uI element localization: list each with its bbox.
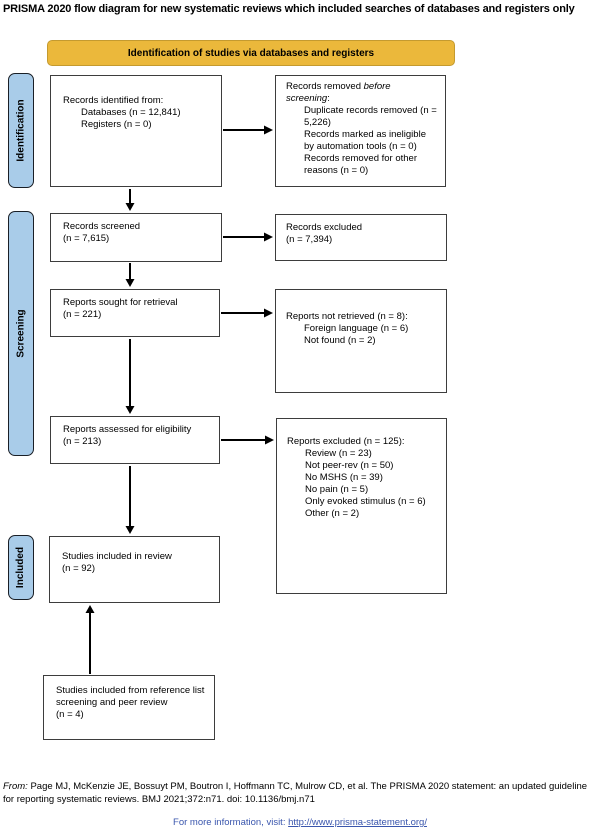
arrowhead-sought-to-assessed bbox=[125, 406, 135, 414]
reports-excluded-item: Only evoked stimulus (n = 6) bbox=[305, 496, 426, 507]
arrowhead-sought-to-not-retrieved bbox=[264, 308, 273, 318]
records-identified-item: Databases (n = 12,841) bbox=[81, 107, 181, 118]
records-screened-label: Records screened bbox=[63, 221, 141, 232]
reports-excluded-item: Review (n = 23) bbox=[305, 448, 372, 459]
records-removed-heading-suffix: : bbox=[327, 93, 330, 104]
reports-assessed-count: (n = 213) bbox=[63, 436, 102, 447]
reports-excluded-item: Other (n = 2) bbox=[305, 508, 360, 519]
arrowhead-assessed-to-reports-excluded bbox=[265, 435, 274, 445]
reports-sought-label: Reports sought for retrieval bbox=[63, 297, 178, 308]
citation: From: Page MJ, McKenzie JE, Bossuyt PM, … bbox=[3, 781, 599, 806]
page-title: PRISMA 2020 flow diagram for new systema… bbox=[3, 3, 575, 15]
arrowhead-assessed-to-included bbox=[125, 526, 135, 534]
banner-label: Identification of studies via databases … bbox=[127, 47, 375, 59]
records-removed-heading-prefix: Records removed bbox=[286, 81, 364, 92]
records-screened-count: (n = 7,615) bbox=[63, 233, 110, 244]
records-removed-item: Records marked as ineligible by automati… bbox=[304, 129, 426, 152]
box-records-removed: Records removed before screening: Duplic… bbox=[275, 75, 446, 187]
citation-from-label: From: bbox=[3, 781, 28, 792]
more-info-prefix: For more information, visit: bbox=[173, 817, 289, 828]
studies-from-reference-count: (n = 4) bbox=[56, 709, 84, 720]
box-studies-from-reference: Studies included from reference list scr… bbox=[43, 675, 215, 740]
records-identified-heading: Records identified from: bbox=[63, 95, 164, 106]
reports-excluded-item: No MSHS (n = 39) bbox=[305, 472, 383, 483]
records-removed-heading: Records removed before screening: bbox=[286, 81, 404, 105]
studies-included-count: (n = 92) bbox=[62, 563, 96, 574]
records-excluded-label: Records excluded bbox=[286, 222, 363, 233]
stage-included: Included bbox=[8, 535, 34, 600]
box-reports-sought: Reports sought for retrieval (n = 221) bbox=[50, 289, 220, 337]
reports-excluded-item: No pain (n = 5) bbox=[305, 484, 369, 495]
box-studies-included: Studies included in review (n = 92) bbox=[49, 536, 220, 603]
stage-identification-label: Identification bbox=[15, 99, 27, 162]
reports-excluded-item: Not peer-rev (n = 50) bbox=[305, 460, 394, 471]
studies-included-label: Studies included in review bbox=[62, 551, 172, 562]
box-records-identified: Records identified from: Databases (n = … bbox=[50, 75, 222, 187]
records-removed-item: Records removed for other reasons (n = 0… bbox=[304, 153, 417, 176]
arrowhead-identified-to-screened bbox=[125, 203, 135, 211]
studies-from-reference-label: Studies included from reference list scr… bbox=[56, 685, 205, 708]
records-identified-item: Registers (n = 0) bbox=[81, 119, 152, 130]
box-reports-not-retrieved: Reports not retrieved (n = 8): Foreign l… bbox=[275, 289, 447, 393]
prisma-statement-link[interactable]: http://www.prisma-statement.org/ bbox=[288, 817, 427, 828]
arrowhead-identified-to-removed bbox=[264, 125, 273, 135]
box-reports-excluded: Reports excluded (n = 125): Review (n = … bbox=[276, 418, 447, 594]
records-excluded-count: (n = 7,394) bbox=[286, 234, 333, 245]
arrowhead-screened-to-excluded bbox=[264, 232, 273, 242]
reports-not-retrieved-item: Foreign language (n = 6) bbox=[304, 323, 409, 334]
stage-identification: Identification bbox=[8, 73, 34, 188]
reports-sought-count: (n = 221) bbox=[63, 309, 102, 320]
banner: Identification of studies via databases … bbox=[47, 40, 455, 66]
stage-screening: Screening bbox=[8, 211, 34, 456]
box-records-screened: Records screened (n = 7,615) bbox=[50, 213, 222, 262]
citation-text: Page MJ, McKenzie JE, Bossuyt PM, Boutro… bbox=[3, 781, 588, 805]
reports-assessed-label: Reports assessed for eligibility bbox=[63, 424, 192, 435]
reports-not-retrieved-item: Not found (n = 2) bbox=[304, 335, 376, 346]
arrowhead-reference-to-included bbox=[85, 605, 95, 613]
arrowhead-screened-to-sought bbox=[125, 279, 135, 287]
records-removed-heading-italic: before screening bbox=[286, 81, 391, 104]
stage-screening-label: Screening bbox=[15, 309, 27, 358]
more-info-line: For more information, visit: http://www.… bbox=[0, 817, 600, 828]
reports-excluded-heading: Reports excluded (n = 125): bbox=[287, 436, 405, 447]
stage-included-label: Included bbox=[15, 546, 27, 589]
reports-not-retrieved-heading: Reports not retrieved (n = 8): bbox=[286, 311, 408, 322]
records-removed-item: Duplicate records removed (n = 5,226) bbox=[304, 105, 437, 128]
box-reports-assessed: Reports assessed for eligibility (n = 21… bbox=[50, 416, 220, 464]
box-records-excluded: Records excluded (n = 7,394) bbox=[275, 214, 447, 261]
